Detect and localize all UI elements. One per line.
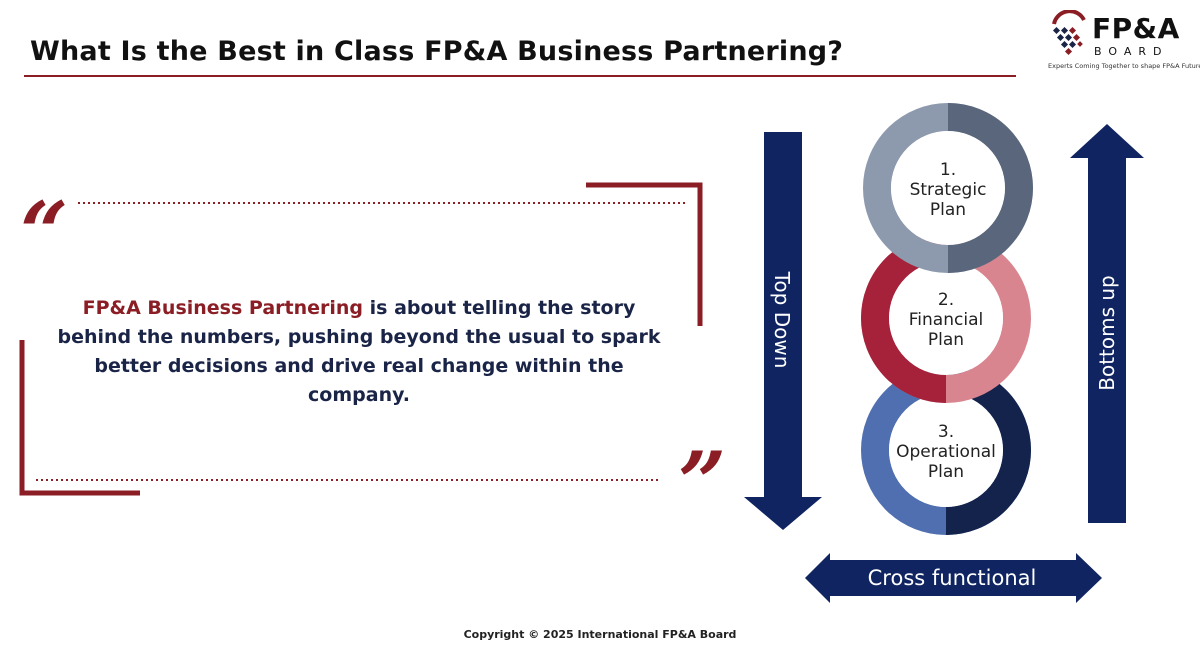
copyright-footer: Copyright © 2025 International FP&A Boar… [463,628,737,641]
stage-number: 1. [939,160,957,180]
stage-name: Operational [896,442,996,462]
stage-label-financial: 2. Financial Plan [881,290,1011,350]
logo-mark-icon [1052,10,1086,56]
stage-name: Plan [929,200,967,220]
title-underline [24,75,1016,77]
bottoms-up-label: Bottoms up [1095,275,1119,391]
open-quote-mark: “ [20,183,68,282]
fpa-board-logo: FP&A BOARD Experts Coming Together to sh… [1046,10,1200,74]
logo-board-text: BOARD [1094,45,1169,58]
stage-name: Plan [927,462,965,482]
stage-number: 2. [937,290,955,310]
stage-name: Plan [927,330,965,350]
stage-label-operational: 3. Operational Plan [881,422,1011,482]
stage-number: 3. [937,422,955,442]
cross-functional-label: Cross functional [867,566,1037,590]
stage-name: Strategic [909,180,987,200]
cross-functional-arrow [805,553,1102,603]
stage-label-strategic: 1. Strategic Plan [883,160,1013,220]
stage-name: Financial [908,310,984,330]
bottoms-up-arrow [1070,124,1144,523]
close-quote-mark: ” [678,433,726,520]
quote-frame: “ ” [19,182,726,520]
top-down-arrow [744,132,822,530]
strategic-plan-ring [863,103,1033,273]
quote-body: is about telling the story behind the nu… [57,297,661,406]
logo-tagline: Experts Coming Together to shape FP&A Fu… [1048,62,1200,70]
logo-fpa-text: FP&A [1092,12,1180,45]
top-down-label: Top Down [770,271,794,369]
quote-highlight: FP&A Business Partnering [82,297,364,319]
quote-text: FP&A Business Partnering is about tellin… [52,294,666,410]
page-title: What Is the Best in Class FP&A Business … [30,36,844,67]
